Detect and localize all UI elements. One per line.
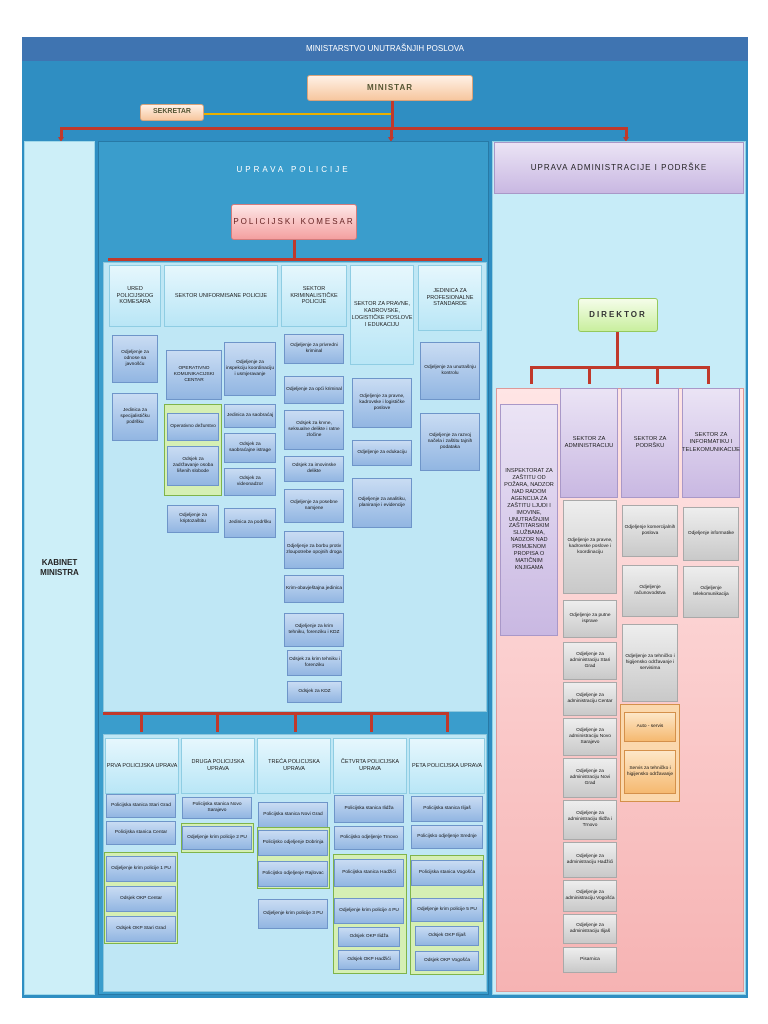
cabinet-label: KABINET MINISTRA	[40, 558, 79, 577]
unit-box: Krim-obavještajna jedinica	[284, 575, 344, 603]
unit-box: Odjeljenje za analitiku, planiranje i ev…	[352, 478, 412, 528]
unit-box: Jedinica za specijalističku podršku	[112, 393, 158, 441]
unit-box: Odjeljenje za pravne, kadrovske poslove …	[563, 500, 617, 594]
admin-sector-header: SEKTOR ZA PODRŠKU	[621, 388, 679, 498]
unit-box: Odjeljenje krim policije 1 PU	[106, 856, 176, 882]
unit-box: Odsjek za saobraćajne istrage	[224, 433, 276, 463]
unit-box: Odsjek OKP Centar	[106, 886, 176, 912]
unit-box: Odjeljenje krim policije 5 PU	[411, 898, 483, 922]
unit-box: Odsjek za zadržavanje osoba lišenih slob…	[167, 446, 219, 486]
unit-box: Odsjek OKP Hadžići	[338, 950, 400, 970]
unit-box: Policijsko odjeljenje Rajlovac	[258, 861, 328, 887]
unit-box: Odjeljenje za tehničko i higijensko održ…	[622, 624, 678, 702]
unit-box: Operativno dežurstvo	[167, 413, 219, 441]
unit-box: Policijska stanica Novi Grad	[258, 802, 328, 828]
unit-box: Policijska stanica Vogošća	[411, 860, 483, 886]
unit-box: Jedinica za saobraćaj	[224, 404, 276, 428]
pu-header: DRUGA POLICIJSKA UPRAVA	[181, 738, 255, 794]
unit-box: Policijska stanica Novo Sarajevo	[182, 797, 252, 819]
pu-header: PETA POLICIJSKA UPRAVA	[409, 738, 485, 794]
sector-header: SEKTOR KRIMINALISTIČKE POLICIJE	[281, 265, 347, 327]
unit-box: Odsjek za KDZ	[287, 681, 342, 703]
sector-header: SEKTOR UNIFORMISANE POLICIJE	[164, 265, 278, 327]
minister-box: MINISTAR	[307, 75, 473, 101]
police-commissioner-box: POLICIJSKI KOMESAR	[231, 204, 357, 240]
unit-box: Policijsko odjeljenje Trnovo	[334, 826, 404, 850]
unit-box: Odsjek OKP Stari Grad	[106, 916, 176, 942]
unit-box: Odsjek OKP Ilijaš	[415, 926, 479, 946]
unit-box: Odsjek za imovinske delikte	[284, 456, 344, 482]
unit-box: Odsjek za krvne, seksualne delikte i rat…	[284, 410, 344, 450]
pu-header: ČETVRTA POLICIJSKA UPRAVA	[333, 738, 407, 794]
pu-header: PRVA POLICIJSKA UPRAVA	[105, 738, 179, 794]
cabinet-panel: KABINET MINISTRA	[24, 141, 95, 995]
sector-header: JEDINICA ZA PROFESIONALNE STANDARDE	[418, 265, 482, 331]
unit-box: Odjeljenje za razvoj načela i zaštitu ta…	[420, 413, 480, 471]
unit-box: Policijska stanica Ilidža	[334, 795, 404, 823]
unit-box: Odjeljenje za putne isprave	[563, 600, 617, 638]
unit-box: Odjeljenje krim policije 2 PU	[182, 826, 252, 850]
unit-box: Odjeljenje krim policije 4 PU	[334, 898, 404, 924]
unit-box: Servis za tehničko i higijensko održavan…	[624, 750, 676, 794]
unit-box: Odjeljenje za borbu protiv zloupotrebe o…	[284, 531, 344, 569]
ministry-title: MINISTARSTVO UNUTRAŠNJIH POSLOVA	[22, 37, 748, 61]
unit-box: Odsjek OKP Ilidža	[338, 927, 400, 947]
unit-box: Odjeljenje za pravne, kadrovske i logist…	[352, 378, 412, 428]
unit-box: Odjeljenje za inspekciju koordinaciju i …	[224, 342, 276, 396]
director-box: DIREKTOR	[578, 298, 658, 332]
okc-header: OPERATIVNO KOMUNIKACIJSKI CENTAR	[166, 350, 222, 400]
police-directorate-title: UPRAVA POLICIJE	[236, 165, 351, 174]
unit-box: Odjeljenje komercijalnih poslova	[622, 505, 678, 557]
inspectorate-box: INSPEKTORAT ZA ZAŠTITU OD POŽARA, NADZOR…	[500, 404, 558, 636]
unit-box: Jedinica za podršku	[224, 508, 276, 538]
unit-box: Odjeljenje telekomunikacija	[683, 566, 739, 618]
unit-box: Odjeljenje za administraciju Novi Grad	[563, 758, 617, 798]
unit-box: Odjeljenje za administraciju Ilijaš	[563, 914, 617, 944]
unit-box: Pisarnica	[563, 947, 617, 973]
secretary-box: SEKRETAR	[140, 104, 204, 121]
unit-box: Odjeljenje za administraciju Vogošća	[563, 880, 617, 912]
admin-directorate-title: UPRAVA ADMINISTRACIJE I PODRŠKE	[494, 142, 744, 194]
unit-box: Policijska stanica Centar	[106, 821, 176, 845]
unit-box: Odjeljenje za unutrašnju kontrolu	[420, 342, 480, 400]
unit-box: Odjeljenje za administraciju Centar	[563, 682, 617, 716]
unit-box: Policijska stanica Hadžići	[334, 859, 404, 887]
unit-box: Odsjek za krim tehniku i forenziku	[287, 650, 342, 676]
unit-box: Odjeljenje za posebne namjene	[284, 489, 344, 523]
admin-sector-header: SEKTOR ZA INFORMATIKU I TELEKOMUNIKACIJE	[682, 388, 740, 498]
unit-box: Policijska stanica Stari Grad	[106, 794, 176, 818]
unit-box: Odjeljenje računovodstva	[622, 565, 678, 617]
unit-box: Odsjek OKP Vogošća	[415, 951, 479, 971]
admin-sector-header: SEKTOR ZA ADMINISTRACIJU	[560, 388, 618, 498]
unit-box: Odjeljenje za opći kriminal	[284, 376, 344, 404]
unit-box: Odsjek za videonadzor	[224, 468, 276, 496]
unit-box: Policijsko odjeljenje Srednje	[411, 825, 483, 849]
unit-box: Odjeljenje za krim tehniku, forenziku i …	[284, 613, 344, 647]
pu-header: TREĆA POLICIJSKA UPRAVA	[257, 738, 331, 794]
unit-box: Policijska stanica Ilijaš	[411, 796, 483, 822]
unit-box: Odjeljenje za kriptozaštitu	[167, 505, 219, 533]
unit-box: Odjeljenje za administraciju Novo Saraje…	[563, 718, 617, 756]
sector-header: SEKTOR ZA PRAVNE, KADROVSKE, LOGISTIČKE …	[350, 265, 414, 365]
unit-box: Odjeljenje za odnose sa javnošću	[112, 335, 158, 383]
unit-box: Odjeljenje za administraciju Hadžići	[563, 842, 617, 878]
unit-box: Auto - servis	[624, 712, 676, 742]
unit-box: Policijsko odjeljenje Dobrinja	[258, 830, 328, 856]
unit-box: Odjeljenje za administraciju Ilidža i Tr…	[563, 800, 617, 840]
unit-box: Odjeljenje informatike	[683, 507, 739, 561]
unit-box: Odjeljenje za administraciju Stari Grad	[563, 642, 617, 680]
unit-box: Odjeljenje krim policije 3 PU	[258, 899, 328, 929]
sector-header: URED POLICIJSKOG KOMESARA	[109, 265, 161, 327]
unit-box: Odjeljenje za edukaciju	[352, 440, 412, 466]
unit-box: Odjeljenje za privredni kriminal	[284, 334, 344, 364]
